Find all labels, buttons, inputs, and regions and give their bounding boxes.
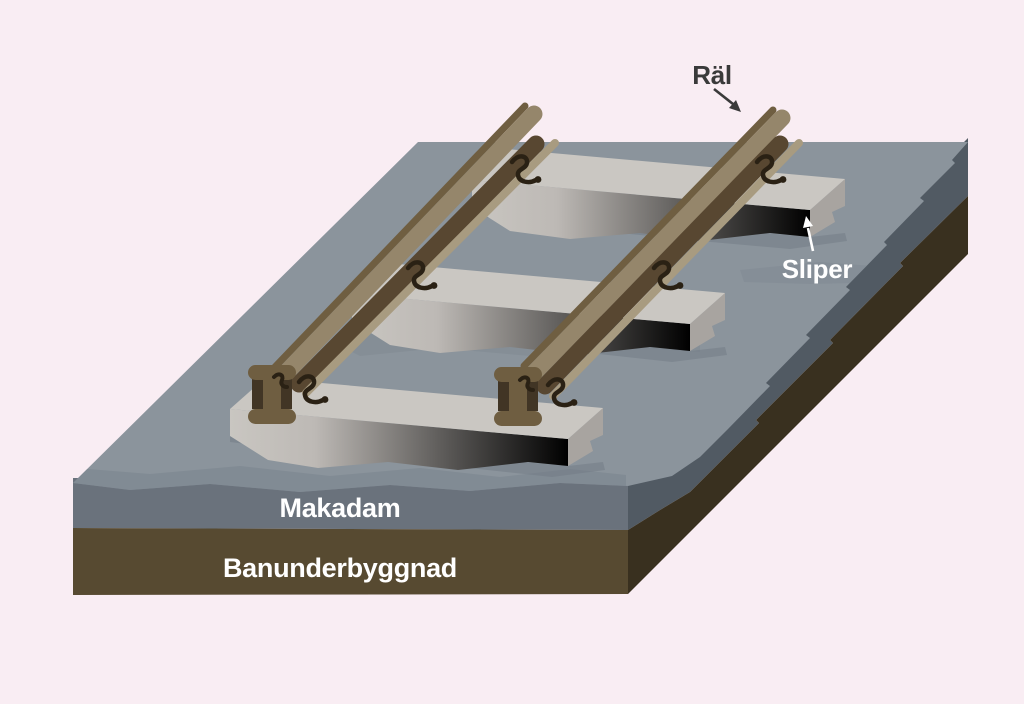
sleeper-back-front-face <box>472 180 810 241</box>
rail-left-end-web <box>263 374 281 414</box>
sleeper-label: Sliper <box>782 254 853 284</box>
rail-right-end-profile <box>494 367 542 426</box>
clip-knob <box>779 176 787 183</box>
clip-left-rail-back-sleeper <box>509 154 542 185</box>
clip-knob <box>676 282 684 289</box>
substructure-front-face <box>73 528 628 595</box>
rail-right-web-shadow <box>536 135 789 395</box>
clip-squiggle <box>651 260 681 291</box>
clip-squiggle <box>754 154 784 185</box>
sleeper-middle-end-face <box>690 293 725 351</box>
ballast-patch-front <box>73 466 626 492</box>
clip-squiggle <box>509 154 539 185</box>
clip-hook-left-rail-end <box>272 372 289 389</box>
clip-right-rail-front-sleeper <box>545 377 578 408</box>
rail-clips <box>272 154 787 408</box>
clip-knob <box>570 399 578 406</box>
ballast-front-face <box>73 478 628 530</box>
clip-right-rail-middle-sleeper <box>651 260 684 291</box>
substructure-label: Banunderbyggnad <box>223 553 457 583</box>
rail-right-end-top-flange <box>494 367 542 382</box>
rail-right-end-web <box>509 376 527 416</box>
clip-hook-right-rail-end <box>518 375 535 392</box>
clip-knob <box>430 282 438 289</box>
clip-knob <box>534 176 542 183</box>
ballast-label: Makadam <box>280 493 401 523</box>
rail-right-end-bottom-flange <box>494 411 542 426</box>
rail-left-foot <box>302 139 559 397</box>
sleeper-arrow-head <box>803 216 813 228</box>
rail-right-head-top <box>524 109 791 383</box>
clip-right-rail-back-sleeper <box>754 154 787 185</box>
rail-left-edge-strip <box>270 102 529 372</box>
rail-arrow-line <box>713 87 734 106</box>
clip-left-rail-middle-sleeper <box>405 260 438 291</box>
sleeper-front-front-face <box>230 409 568 470</box>
rail-arrow-head <box>729 100 741 112</box>
substructure-side-face <box>628 196 968 594</box>
sleeper-arrow-line <box>806 227 815 252</box>
clip-squiggle <box>545 377 575 408</box>
rail-left-end-profile <box>248 365 296 424</box>
sleeper-annotation: Sliper <box>782 216 853 284</box>
rail-right-foot <box>549 139 803 400</box>
rail-label: Räl <box>692 60 732 90</box>
sleeper-front-end-face <box>568 408 603 466</box>
rail-right-edge-strip <box>520 106 777 370</box>
rail-left-head-top <box>274 105 543 385</box>
clip-squiggle <box>296 374 326 405</box>
rail-left-end-top-flange <box>248 365 296 380</box>
annotations: Räl Sliper Makadam Banunderbyggnad <box>223 60 853 583</box>
rail-annotation: Räl <box>692 60 741 112</box>
rail-left-end-bottom-flange <box>248 409 296 424</box>
clip-knob <box>321 396 329 403</box>
sleeper-back-end-face <box>810 179 845 237</box>
clip-left-rail-front-sleeper <box>296 374 329 405</box>
rail-right <box>494 106 803 426</box>
sleepers <box>230 149 847 477</box>
clip-squiggle <box>405 260 435 291</box>
